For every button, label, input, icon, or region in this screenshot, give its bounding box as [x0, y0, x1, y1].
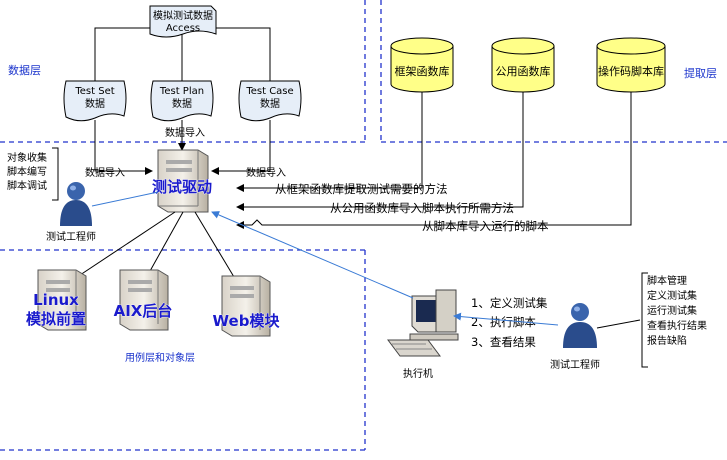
linux-server: Linux 模拟前置	[26, 269, 87, 331]
test-case-document: Test Case 数据	[238, 80, 302, 122]
test-plan-title: Test Plan	[159, 86, 204, 97]
left-engineer-label: 测试工程师	[46, 230, 96, 243]
test-set-title: Test Set	[74, 86, 114, 97]
web-server: Web模块	[212, 275, 281, 337]
data-import-right-label: 数据导入	[246, 166, 286, 179]
left-task-1: 对象收集	[7, 151, 47, 164]
right-engineer-tasks: 脚本管理 定义测试集 运行测试集 查看执行结果 报告缺陷	[641, 272, 707, 368]
right-engineer-label: 测试工程师	[550, 358, 600, 371]
test-plan-document: Test Plan 数据	[150, 80, 214, 122]
top-doc-title: 模拟测试数据	[153, 9, 213, 22]
flow-label-script: 从脚本库导入运行的脚本	[422, 219, 549, 233]
opcode-script-database: 操作码脚本库	[596, 37, 666, 93]
right-task-4: 查看执行结果	[647, 319, 707, 332]
test-case-subtitle: 数据	[260, 97, 280, 110]
test-case-title: Test Case	[245, 86, 293, 97]
test-driver-label: 测试驱动	[152, 178, 212, 196]
framework-library-database: 框架函数库	[390, 37, 454, 93]
engineer-to-executor-arrow	[453, 312, 559, 326]
framework-library-label: 框架函数库	[395, 65, 450, 78]
left-task-3: 脚本调试	[7, 179, 47, 192]
left-task-2: 脚本编写	[7, 165, 47, 178]
flow-label-framework: 从框架函数库提取测试需要的方法	[275, 182, 448, 196]
driver-to-servers-lines	[64, 211, 241, 288]
doc-connectors	[94, 27, 271, 81]
executor-to-driver-arrow	[211, 211, 414, 299]
opcode-script-label: 操作码脚本库	[598, 64, 664, 78]
right-task-5: 报告缺陷	[647, 334, 687, 347]
flow-label-common: 从公用函数库导入脚本执行所需方法	[330, 201, 514, 215]
left-engineer-person-icon	[60, 182, 92, 226]
right-task-3: 运行测试集	[647, 304, 697, 317]
linux-server-title: Linux	[33, 291, 79, 309]
linux-server-subtitle: 模拟前置	[26, 310, 86, 328]
right-task-1: 脚本管理	[647, 274, 687, 287]
test-set-subtitle: 数据	[85, 97, 105, 110]
data-import-arrows	[94, 120, 271, 175]
test-set-document: Test Set 数据	[63, 80, 127, 122]
right-engineer-connector	[596, 319, 641, 329]
simulated-test-data-document: 模拟测试数据 Access	[149, 5, 217, 38]
left-engineer-tasks: 对象收集 脚本编写 脚本调试	[7, 147, 59, 201]
web-server-title: Web模块	[213, 312, 281, 330]
top-doc-subtitle: Access	[166, 23, 200, 34]
common-library-label: 公用函数库	[496, 65, 551, 78]
execution-machine-label: 执行机	[403, 367, 433, 380]
aix-server: AIX后台	[113, 269, 173, 331]
right-engineer-person-icon	[563, 303, 597, 348]
executor-step-1: 1、定义测试集	[471, 296, 548, 310]
common-library-database: 公用函数库	[491, 37, 555, 93]
test-plan-subtitle: 数据	[172, 97, 192, 110]
execution-machine-computer-icon	[387, 289, 459, 357]
usecase-layer-label: 用例层和对象层	[125, 351, 195, 364]
executor-step-3: 3、查看结果	[471, 335, 536, 349]
data-import-top-label: 数据导入	[165, 126, 205, 139]
aix-server-title: AIX后台	[114, 302, 173, 320]
data-layer-label: 数据层	[8, 63, 41, 77]
data-import-left-label: 数据导入	[85, 166, 125, 179]
library-flow-arrows	[236, 92, 632, 229]
left-engineer-connector	[91, 191, 159, 207]
extract-layer-label: 提取层	[684, 67, 717, 80]
test-driver-server: 测试驱动	[152, 149, 212, 213]
right-task-2: 定义测试集	[647, 289, 697, 302]
